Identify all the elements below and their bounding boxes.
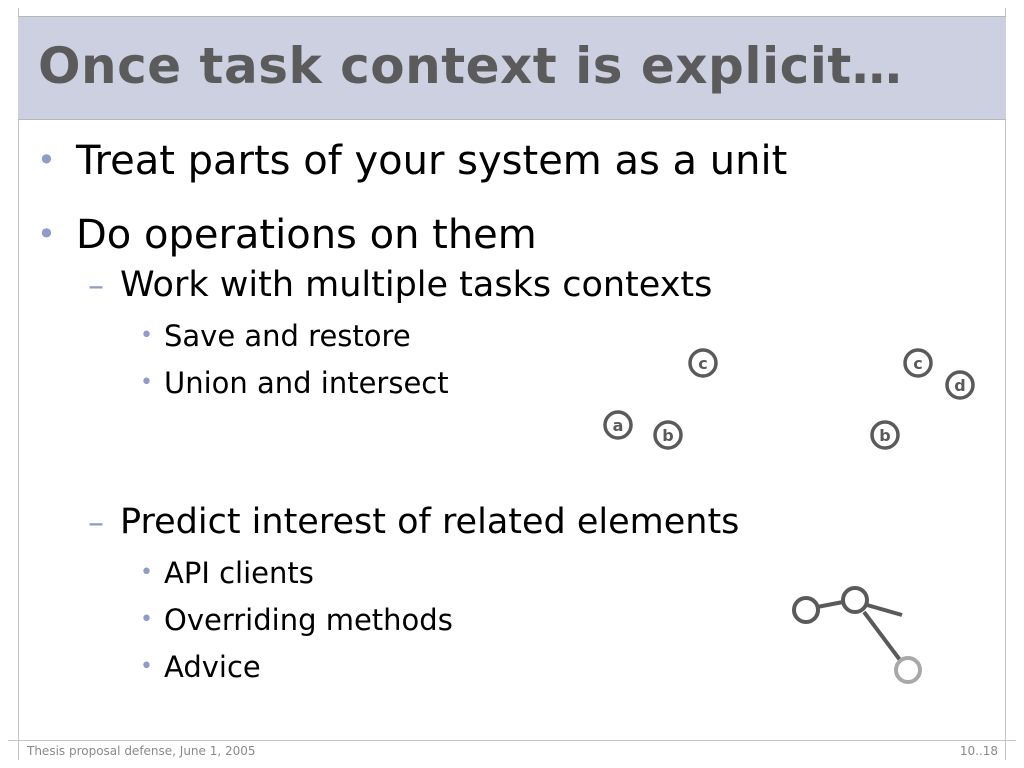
node-left-b: b <box>653 420 683 450</box>
graph-edge <box>866 603 903 617</box>
graph-edge <box>816 600 844 609</box>
node-right-b: b <box>870 420 900 450</box>
dash-marker: – <box>88 266 104 304</box>
sub-bullet-multiple-contexts: Work with multiple tasks contexts <box>120 265 713 305</box>
dash-marker: – <box>88 503 104 541</box>
bullet-marker: • <box>140 560 153 585</box>
sub-sub-bullet-advice: Advice <box>164 650 261 684</box>
slide-title: Once task context is explicit… <box>38 37 903 95</box>
bullet-do-operations: Do operations on them <box>76 212 537 258</box>
graph-node-highlighted <box>894 656 922 684</box>
sub-sub-bullet-overriding: Overriding methods <box>164 603 453 637</box>
footer-text: Thesis proposal defense, June 1, 2005 <box>27 744 256 758</box>
svg-text:b: b <box>879 426 890 445</box>
bullet-marker: • <box>140 654 153 679</box>
bullet-marker: • <box>140 323 153 348</box>
frame-line-right <box>1005 8 1006 760</box>
graph-node <box>792 596 820 624</box>
bullet-marker: • <box>37 215 56 253</box>
sub-bullet-predict-interest: Predict interest of related elements <box>120 502 740 542</box>
node-right-d: d <box>945 370 975 400</box>
svg-text:c: c <box>913 354 922 373</box>
sub-sub-bullet-save-restore: Save and restore <box>164 319 411 353</box>
svg-text:b: b <box>662 426 673 445</box>
node-left-c: c <box>688 348 718 378</box>
svg-text:d: d <box>954 376 965 395</box>
bullet-marker: • <box>140 370 153 395</box>
bullet-marker: • <box>37 141 56 179</box>
sub-sub-bullet-api-clients: API clients <box>164 556 314 590</box>
relation-graph <box>792 586 922 684</box>
node-left-a: a <box>603 410 633 440</box>
frame-line-left <box>18 8 19 760</box>
bullet-marker: • <box>140 607 153 632</box>
sub-bullet-union-intersect: Union and intersect <box>164 366 449 400</box>
graph-edge <box>862 610 902 662</box>
title-bar: Once task context is explicit… <box>18 16 1006 120</box>
node-right-c: c <box>903 348 933 378</box>
page-number: 10..18 <box>959 744 998 758</box>
bullet-treat-parts: Treat parts of your system as a unit <box>76 138 788 184</box>
svg-text:a: a <box>613 416 624 435</box>
svg-text:c: c <box>698 354 707 373</box>
frame-line-bottom <box>8 740 1016 741</box>
graph-node <box>841 586 869 614</box>
